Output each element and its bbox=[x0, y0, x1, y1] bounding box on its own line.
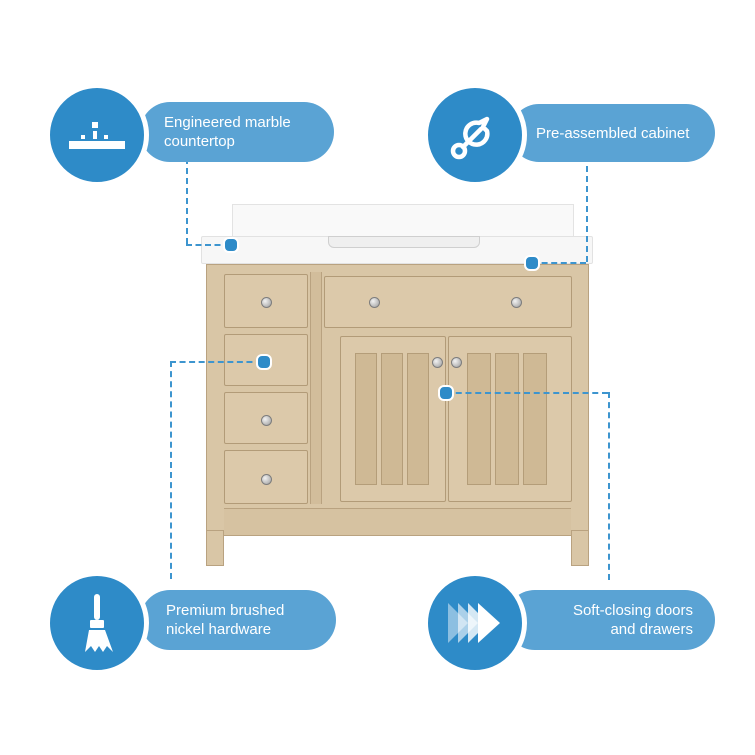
cabinet-leg-right bbox=[571, 530, 589, 566]
top-drawer bbox=[324, 276, 572, 328]
hotspot-soft-close bbox=[438, 385, 454, 401]
undermount-sink bbox=[328, 236, 480, 248]
countertop-icon bbox=[69, 122, 125, 149]
feature-badge-hardware bbox=[45, 571, 149, 675]
leader-line-cabinet bbox=[532, 262, 586, 264]
leader-line-soft-close bbox=[446, 392, 608, 394]
feature-label: Soft-closing doors and drawers bbox=[572, 602, 693, 638]
door-left bbox=[340, 336, 446, 502]
leader-line-soft-close bbox=[608, 392, 610, 580]
center-stile bbox=[310, 272, 322, 504]
leader-line-hardware bbox=[170, 361, 262, 363]
leader-line-cabinet bbox=[586, 166, 588, 262]
fast-forward-icon bbox=[448, 603, 500, 643]
hotspot-cabinet bbox=[524, 255, 540, 271]
feature-label: Pre-assembled cabinet bbox=[536, 124, 690, 142]
door-knob bbox=[432, 357, 443, 368]
door-knob bbox=[451, 357, 462, 368]
door-panel-slat bbox=[467, 353, 491, 485]
cabinet-leg-left bbox=[206, 530, 224, 566]
door-panel-slat bbox=[381, 353, 403, 485]
feature-countertop: Engineered marble countertop bbox=[140, 102, 334, 162]
wrench-icon bbox=[450, 116, 490, 160]
brush-icon bbox=[85, 594, 113, 652]
feature-soft-close: Soft-closing doors and drawers bbox=[505, 590, 715, 650]
leader-line-hardware bbox=[170, 361, 172, 579]
leader-line-countertop bbox=[186, 158, 188, 244]
drawer-3 bbox=[224, 392, 308, 444]
drawer-knob bbox=[369, 297, 380, 308]
feature-label: Premium brushed nickel hardware bbox=[166, 602, 285, 638]
feature-label: Engineered marble countertop bbox=[164, 114, 291, 150]
door-panel-slat bbox=[495, 353, 519, 485]
drawer-knob bbox=[511, 297, 522, 308]
door-panel-slat bbox=[523, 353, 547, 485]
drawer-knob bbox=[261, 474, 272, 485]
leader-line-countertop bbox=[186, 244, 230, 246]
drawer-knob bbox=[261, 415, 272, 426]
feature-badge-cabinet bbox=[423, 83, 527, 187]
door-right bbox=[448, 336, 572, 502]
drawer-4 bbox=[224, 450, 308, 504]
feature-hardware: Premium brushed nickel hardware bbox=[140, 590, 336, 650]
backsplash bbox=[232, 204, 574, 238]
door-panel-slat bbox=[355, 353, 377, 485]
drawer-1 bbox=[224, 274, 308, 328]
door-panel-slat bbox=[407, 353, 429, 485]
drawer-knob bbox=[261, 297, 272, 308]
hotspot-hardware bbox=[256, 354, 272, 370]
feature-cabinet: Pre-assembled cabinet bbox=[510, 104, 715, 162]
feature-badge-soft-close bbox=[423, 571, 527, 675]
bottom-rail bbox=[224, 508, 571, 535]
feature-badge-countertop bbox=[45, 83, 149, 187]
hotspot-countertop bbox=[223, 237, 239, 253]
